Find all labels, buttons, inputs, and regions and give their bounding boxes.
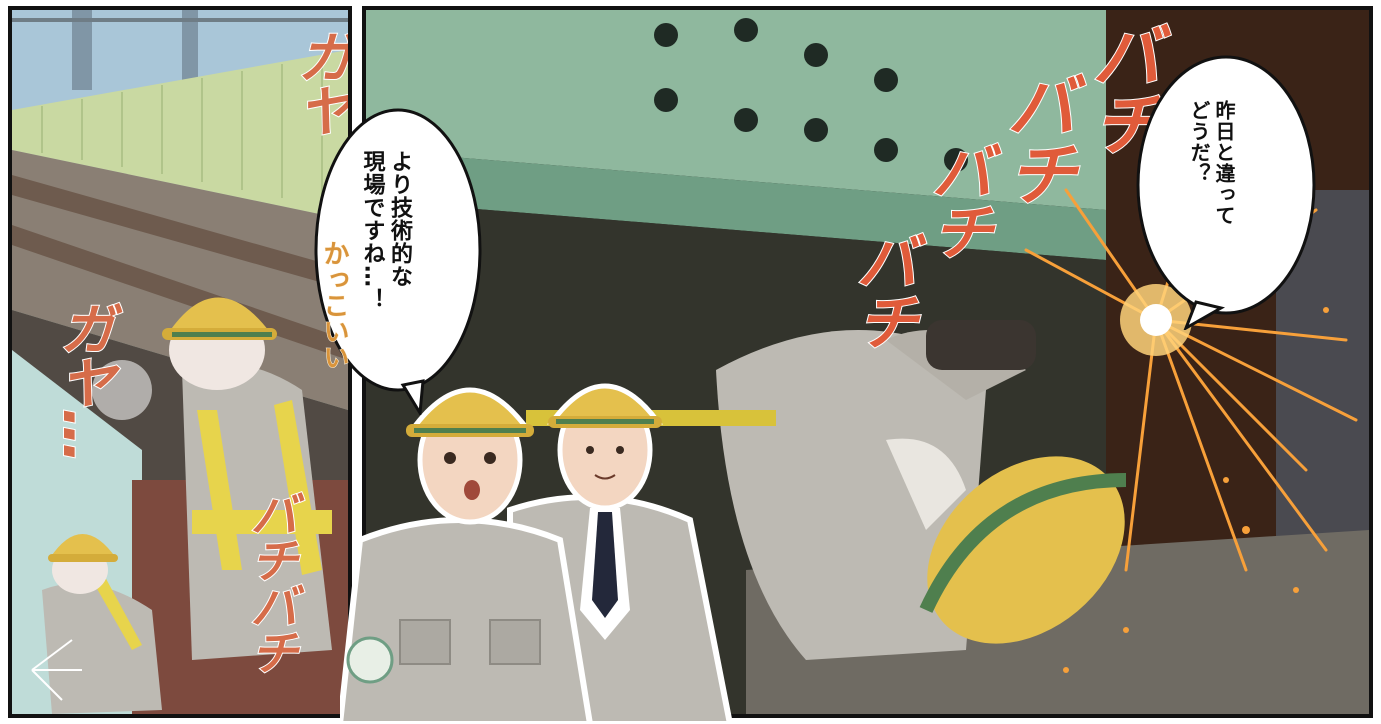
sfx-bachi-2: バチ (994, 69, 1078, 207)
sfx-bachi-bottom: バチバチ (240, 489, 298, 675)
foreground-workers (340, 383, 734, 724)
speech-bubble-boss (1136, 55, 1316, 330)
sfx-bachi-4: バチ (844, 229, 919, 351)
speech-text-worker: より技術的な 現場ですね…！ (359, 150, 413, 311)
sfx-gaya-middle: ガヤ… (49, 299, 116, 463)
speech-bubble-worker (314, 108, 482, 415)
speech-text-boss: 昨日と違って どうだ？ (1187, 100, 1236, 226)
sfx-gaya-top: ガヤ (287, 27, 352, 137)
panel-left-art (12, 10, 348, 714)
sfx-bachi-3: バチ (919, 139, 994, 261)
sfx-kakkoii: かっこいい (319, 240, 350, 371)
panel-left: ガヤ ガヤ… バチバチ (8, 6, 352, 718)
